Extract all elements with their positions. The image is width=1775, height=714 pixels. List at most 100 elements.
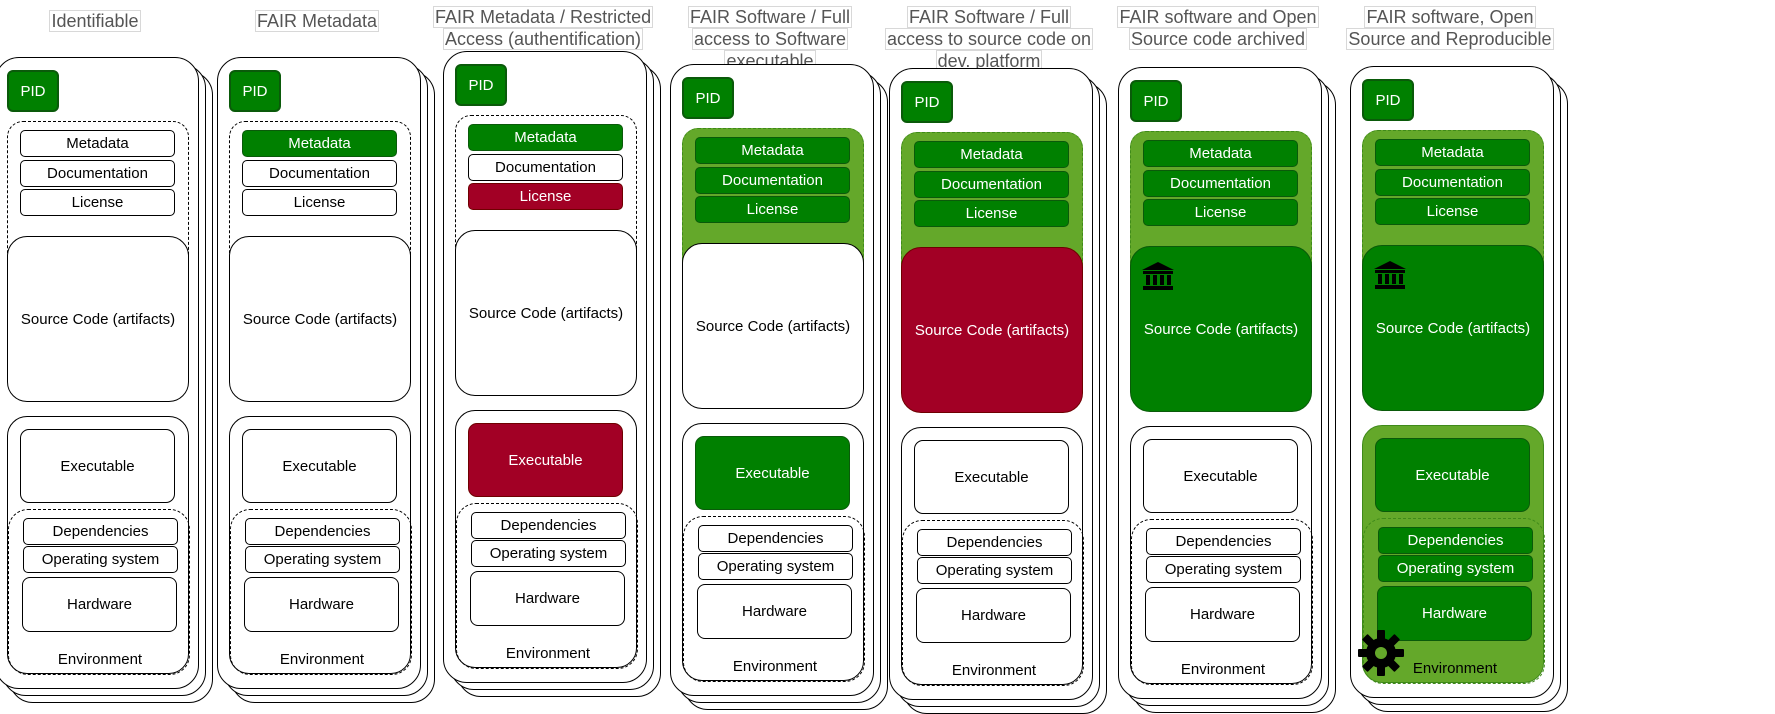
level-title-text: FAIR Metadata / Restricted Access (authe… (433, 6, 654, 50)
source-code-block: Source Code (artifacts) (682, 243, 864, 409)
metadata-item: Metadata (1143, 140, 1298, 167)
executable-block: Executable (695, 436, 850, 510)
level-title: FAIR Software / Full access to source co… (879, 6, 1099, 72)
documentation-item: Documentation (242, 160, 397, 187)
documentation-item: Documentation (695, 167, 850, 194)
metadata-item: Metadata (1375, 139, 1530, 166)
license-item: License (242, 189, 397, 216)
source-code-block: Source Code (artifacts) (455, 230, 637, 396)
executable-block: Executable (20, 429, 175, 503)
level-title-text: FAIR software, Open Source and Reproduci… (1346, 6, 1554, 50)
level-title: FAIR software and Open Source code archi… (1108, 6, 1328, 50)
environment-label: Environment (732, 658, 818, 675)
dependencies-item: Dependencies (245, 518, 400, 545)
level-column: FAIR Software / Full access to source co… (879, 0, 1107, 714)
operating-system-item: Operating system (1146, 556, 1301, 583)
dependencies-item: Dependencies (23, 518, 178, 545)
hardware-item: Hardware (697, 584, 852, 639)
license-item: License (914, 200, 1069, 227)
metadata-item: Metadata (695, 137, 850, 164)
source-code-block: Source Code (artifacts) (229, 236, 411, 402)
hardware-item: Hardware (916, 588, 1071, 643)
dependencies-item: Dependencies (698, 525, 853, 552)
operating-system-item: Operating system (23, 546, 178, 573)
metadata-item: Metadata (242, 130, 397, 157)
dependencies-item: Dependencies (1378, 527, 1533, 554)
level-title: Identifiable (0, 10, 205, 32)
bank-icon (1373, 260, 1407, 294)
license-item: License (1375, 198, 1530, 225)
dependencies-item: Dependencies (471, 512, 626, 539)
level-column: FAIR Software / Full access to Software … (660, 0, 888, 714)
dependencies-item: Dependencies (1146, 528, 1301, 555)
source-code-block: Source Code (artifacts) (1130, 246, 1312, 412)
metadata-item: Metadata (914, 141, 1069, 168)
operating-system-item: Operating system (1378, 555, 1533, 582)
environment-label: Environment (505, 645, 591, 662)
level-title-text: FAIR Metadata (254, 10, 380, 32)
level-title: FAIR software, Open Source and Reproduci… (1340, 6, 1560, 50)
level-title: FAIR Metadata / Restricted Access (authe… (433, 6, 654, 50)
level-column: FAIR Metadata / Restricted Access (authe… (433, 0, 661, 714)
level-column: FAIR software, Open Source and Reproduci… (1340, 0, 1568, 714)
operating-system-item: Operating system (698, 553, 853, 580)
bank-icon (1141, 261, 1175, 295)
environment-label: Environment (279, 651, 365, 668)
metadata-item: Metadata (468, 124, 623, 151)
documentation-item: Documentation (468, 154, 623, 181)
source-code-label: Source Code (artifacts) (468, 304, 624, 322)
source-code-label: Source Code (artifacts) (695, 317, 851, 335)
documentation-item: Documentation (914, 171, 1069, 198)
hardware-item: Hardware (1145, 587, 1300, 642)
environment-label: Environment (57, 651, 143, 668)
pid-badge: PID (229, 70, 281, 112)
level-title: FAIR Software / Full access to Software … (660, 6, 880, 72)
operating-system-item: Operating system (245, 546, 400, 573)
source-code-label: Source Code (artifacts) (242, 310, 398, 328)
hardware-item: Hardware (1377, 586, 1532, 641)
level-title-text: FAIR software and Open Source code archi… (1117, 6, 1319, 50)
dependencies-item: Dependencies (917, 529, 1072, 556)
environment-label: Environment (1180, 661, 1266, 678)
operating-system-item: Operating system (471, 540, 626, 567)
license-item: License (468, 183, 623, 210)
pid-badge: PID (1362, 79, 1414, 121)
executable-block: Executable (242, 429, 397, 503)
metadata-item: Metadata (20, 130, 175, 157)
level-title-text: FAIR Software / Full access to source co… (884, 6, 1094, 72)
executable-block: Executable (1375, 438, 1530, 512)
source-code-label: Source Code (artifacts) (1375, 319, 1531, 337)
pid-badge: PID (1130, 80, 1182, 122)
license-item: License (695, 196, 850, 223)
hardware-item: Hardware (470, 571, 625, 626)
level-column: FAIR software and Open Source code archi… (1108, 0, 1336, 714)
gear-icon (1358, 630, 1404, 681)
pid-badge: PID (7, 70, 59, 112)
source-code-block: Source Code (artifacts) (7, 236, 189, 402)
license-item: License (1143, 199, 1298, 226)
environment-label: Environment (1412, 660, 1498, 677)
